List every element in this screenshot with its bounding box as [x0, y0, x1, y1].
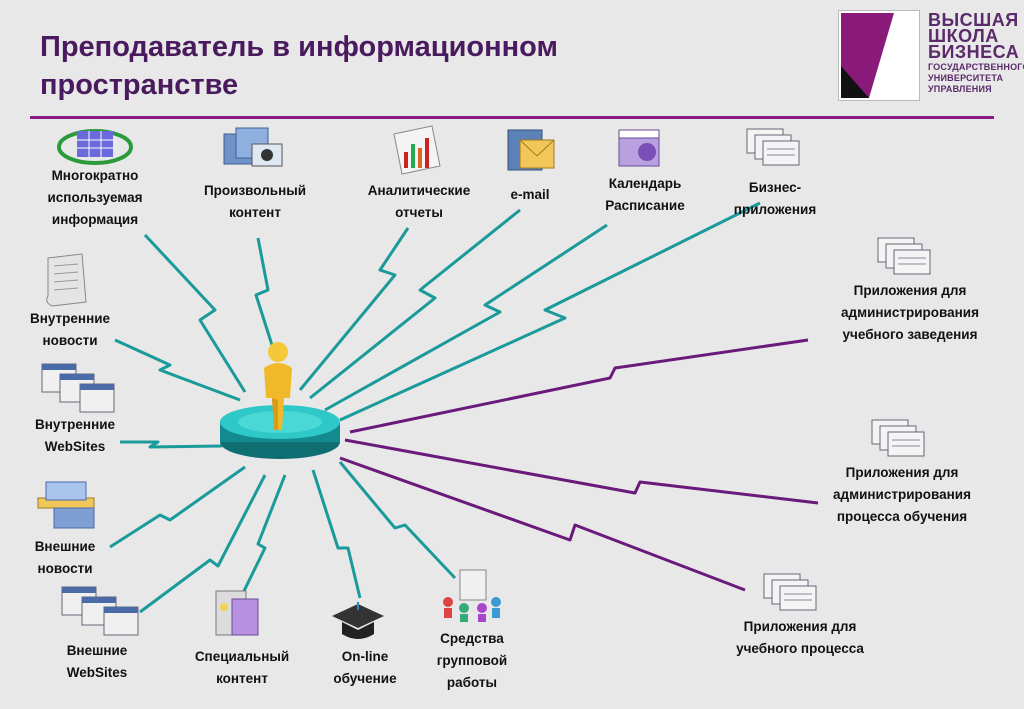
admin-institution-apps-icon: [877, 237, 931, 275]
link-admin-institution: [349, 338, 809, 434]
learning-process-apps-icon: [763, 573, 817, 611]
title-line-1: Преподаватель в информационном: [40, 31, 558, 63]
news-scroll-icon: [46, 253, 87, 307]
link-reused-info: [143, 233, 247, 393]
page-title: Преподаватель в информационном пространс…: [40, 28, 558, 104]
link-online: [311, 469, 362, 599]
link-internal-websites: [120, 440, 223, 449]
node-analytics: Аналитические отчеты: [367, 183, 471, 220]
link-analytics: [298, 227, 410, 391]
logo-wordmark: ВЫСШАЯ ШКОЛА БИЗНЕСА ГОСУДАРСТВЕННОГО УН…: [928, 10, 1024, 94]
node-email: e-mail: [510, 187, 550, 202]
teacher-platform-icon: [220, 342, 340, 459]
internal-websites-icon: [41, 363, 115, 413]
bar-chart-icon: [393, 125, 441, 175]
node-reused-info: Многократно используемая информация: [47, 168, 143, 227]
calendar-icon: [618, 129, 660, 167]
external-websites-icon: [61, 586, 139, 636]
node-external-news: Внешние новости: [34, 539, 96, 576]
logo-emblem: [838, 10, 920, 101]
node-business-apps: Бизнес- приложения: [733, 180, 817, 217]
external-news-icon: [37, 481, 95, 529]
link-calendar: [324, 223, 608, 412]
node-apps-admin-process: Приложения для администрирования процесс…: [833, 465, 971, 524]
node-arbitrary-content: Произвольный контент: [203, 183, 307, 220]
node-calendar: Календарь Расписание: [605, 176, 685, 213]
folder-camera-icon: [223, 127, 283, 167]
link-internal-news: [114, 338, 241, 402]
node-apps-admin-institution: Приложения для администрирования учебног…: [841, 283, 979, 342]
link-arbitrary: [254, 237, 274, 346]
link-external-websites: [139, 474, 267, 614]
link-admin-process: [344, 438, 819, 505]
mail-envelope-icon: [507, 129, 555, 171]
title-line-2: пространстве: [40, 69, 239, 101]
link-business: [339, 201, 761, 422]
admin-process-apps-icon: [871, 419, 925, 457]
link-special: [240, 474, 287, 596]
node-external-websites: Внешние WebSites: [66, 643, 128, 680]
node-special-content: Специальный контент: [194, 649, 290, 686]
groupware-people-icon: [443, 569, 501, 622]
link-learning-process: [339, 456, 746, 592]
database-cycle-icon: [57, 129, 133, 165]
business-apps-icon: [746, 128, 800, 166]
node-internal-news: Внутренние новости: [29, 311, 111, 348]
special-content-icon: [215, 590, 259, 636]
node-apps-learning-process: Приложения для учебного процесса: [736, 619, 864, 656]
node-groupware: Средства групповой работы: [436, 631, 508, 690]
node-internal-websites: Внутренние WebSites: [34, 417, 116, 454]
node-online-learning: On-line обучение: [333, 649, 397, 686]
link-email: [309, 208, 521, 400]
university-logo: ВЫСШАЯ ШКОЛА БИЗНЕСА ГОСУДАРСТВЕННОГО УН…: [838, 10, 1024, 101]
title-divider: [30, 116, 994, 119]
link-groupware: [338, 461, 457, 580]
link-external-news: [109, 465, 246, 549]
graduation-cap-icon: [332, 602, 384, 639]
